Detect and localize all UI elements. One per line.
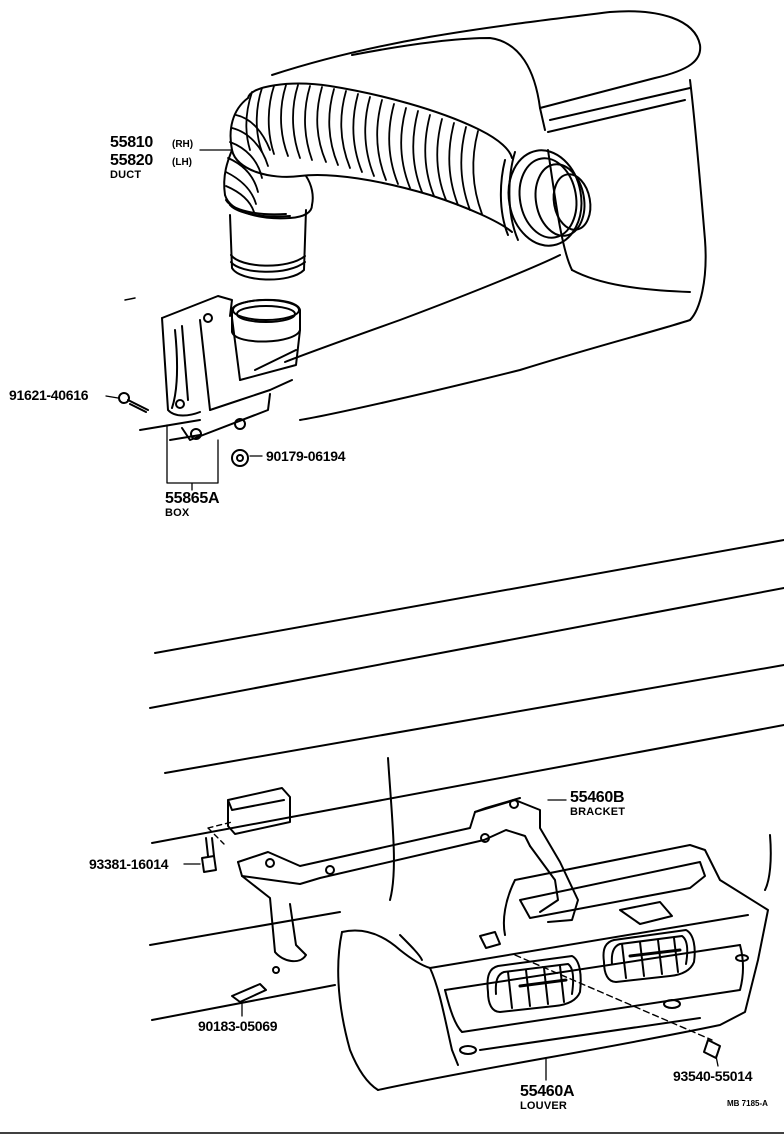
bolt-93381 [183,837,217,873]
louver-55460a [337,844,769,1091]
duct-hose [223,82,513,281]
duct-lh-tag: (LH) [172,157,192,168]
leader-lines-top [199,149,567,801]
nut-90179-label: 90179-06194 [266,448,346,464]
duct-name: DUCT [110,169,142,181]
screw-91621-label: 91621-40616 [9,387,89,403]
figure-code: MB 7185-A [727,1099,768,1108]
clip-90183-label: 90183-05069 [198,1018,278,1034]
clip-90183 [231,966,280,1017]
duct-rh-tag: (RH) [172,139,194,150]
box-name: BOX [165,507,190,519]
bracket-part-label: 55460B [570,789,625,806]
louver-name: LOUVER [520,1100,568,1112]
screw-93540 [703,1039,721,1067]
box-part-label: 55865A [165,490,220,507]
box-leader-bracket [166,424,219,491]
bracket-55460b [207,787,579,963]
duct-part-rh: 55810 [110,134,153,151]
dash-panel-lines [0,539,784,1134]
body-panel-outline [124,10,707,441]
screw-91621 [105,392,149,413]
box-bracket [161,295,301,441]
duct-flange [499,149,592,247]
nut-90179 [231,449,263,467]
duct-part-lh: 55820 [110,152,153,169]
bolt-93381-label: 93381-16014 [89,856,169,872]
bracket-name: BRACKET [570,806,626,818]
screw-93540-label: 93540-55014 [673,1068,753,1084]
louver-part-label: 55460A [520,1083,575,1100]
